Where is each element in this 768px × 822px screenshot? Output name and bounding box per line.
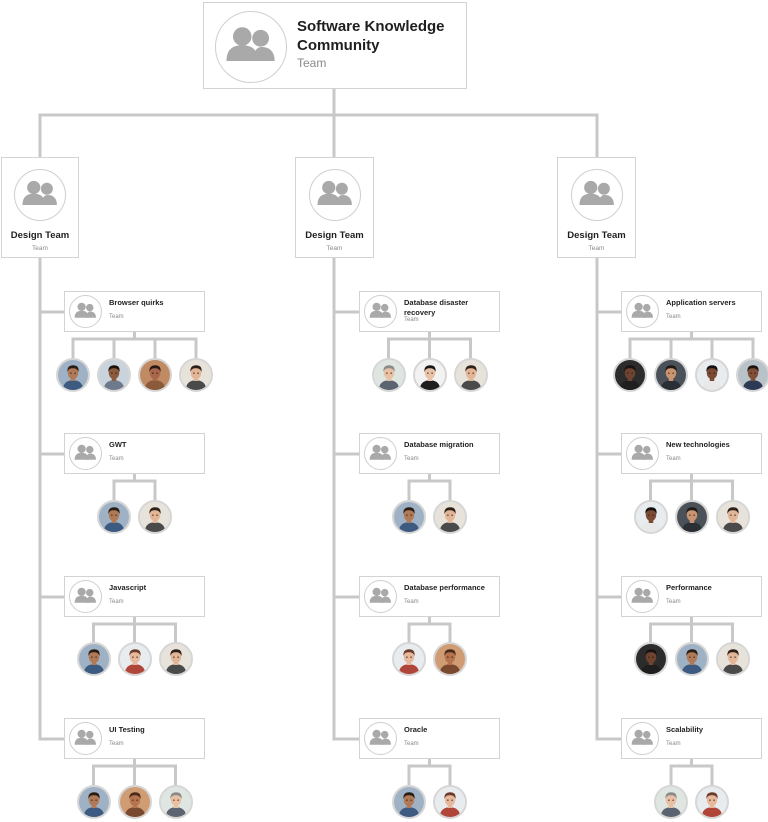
- member-avatar[interactable]: [613, 358, 647, 392]
- subteam-subtitle: Team: [404, 599, 419, 605]
- subteam-title: Performance: [666, 583, 712, 592]
- member-avatar[interactable]: [56, 358, 90, 392]
- member-avatar[interactable]: [76, 785, 111, 819]
- member-avatar[interactable]: [76, 642, 111, 676]
- member-avatar[interactable]: [453, 358, 488, 392]
- member-avatar[interactable]: [392, 785, 426, 819]
- team-icon: [626, 722, 659, 755]
- team-icon: [69, 722, 102, 755]
- team-icon: [364, 295, 397, 328]
- team-icon: [364, 437, 397, 470]
- subteam-subtitle: Team: [666, 599, 681, 605]
- member-avatar[interactable]: [433, 642, 467, 676]
- subteam-subtitle: Team: [109, 741, 124, 747]
- subteam-subtitle: Team: [666, 456, 681, 462]
- member-avatar[interactable]: [392, 500, 426, 534]
- member-avatar[interactable]: [138, 358, 172, 392]
- member-avatar[interactable]: [97, 500, 131, 534]
- team-icon: [308, 169, 361, 221]
- team-icon: [364, 580, 397, 613]
- subteam-title: GWT: [109, 440, 127, 449]
- team-icon: [626, 580, 659, 613]
- column-team-subtitle: Team: [326, 245, 343, 252]
- column-team-subtitle: Team: [588, 245, 605, 252]
- team-icon: [626, 437, 659, 470]
- member-avatar[interactable]: [736, 358, 768, 392]
- team-icon: [14, 169, 66, 221]
- subteam-subtitle: Team: [404, 456, 419, 462]
- team-icon: [570, 169, 623, 221]
- subteam-title: Browser quirks: [109, 298, 164, 307]
- member-avatar[interactable]: [97, 358, 131, 392]
- root-team-card[interactable]: Software Knowledge Community Team: [203, 2, 467, 89]
- member-avatar[interactable]: [654, 785, 688, 819]
- column-team-title: Design Team: [10, 230, 70, 241]
- subteam-subtitle: Team: [109, 599, 124, 605]
- team-icon: [215, 11, 287, 83]
- subteam-title: New technologies: [666, 440, 730, 449]
- root-team-title: Software Knowledge Community: [297, 18, 445, 54]
- member-avatar[interactable]: [674, 500, 709, 534]
- subteam-card[interactable]: GWT Team: [64, 433, 205, 474]
- member-avatar[interactable]: [715, 500, 750, 534]
- member-avatar[interactable]: [412, 358, 447, 392]
- subteam-title: Database migration: [404, 440, 474, 449]
- column-team-title: Design Team: [567, 230, 626, 241]
- member-avatar[interactable]: [715, 642, 750, 676]
- subteam-subtitle: Team: [666, 741, 681, 747]
- member-avatar[interactable]: [158, 642, 193, 676]
- subteam-title: Scalability: [666, 725, 704, 734]
- column-team-title: Design Team: [305, 230, 364, 241]
- member-avatar[interactable]: [433, 785, 467, 819]
- subteam-subtitle: Team: [109, 456, 124, 462]
- subteam-subtitle: Team: [109, 314, 124, 320]
- member-avatar[interactable]: [695, 785, 729, 819]
- member-avatar[interactable]: [117, 785, 152, 819]
- subteam-subtitle: Team: [404, 741, 419, 747]
- subteam-title: Oracle: [404, 725, 428, 734]
- member-avatar[interactable]: [179, 358, 213, 392]
- member-avatar[interactable]: [633, 642, 668, 676]
- subteam-title: UI Testing: [109, 725, 145, 734]
- member-avatar[interactable]: [371, 358, 406, 392]
- member-avatar[interactable]: [633, 500, 668, 534]
- team-icon: [364, 722, 397, 755]
- member-avatar[interactable]: [695, 358, 729, 392]
- subteam-title: Javascript: [109, 583, 147, 592]
- team-icon: [69, 437, 102, 470]
- subteam-title: Database disaster recovery: [404, 298, 469, 317]
- subteam-title: Application servers: [666, 298, 736, 307]
- column-team-subtitle: Team: [32, 245, 48, 252]
- team-icon: [69, 295, 102, 328]
- subteam-subtitle: Team: [666, 314, 681, 320]
- member-avatar[interactable]: [117, 642, 152, 676]
- member-avatar[interactable]: [674, 642, 709, 676]
- root-team-subtitle: Team: [297, 56, 327, 70]
- subteam-title: Database performance: [404, 583, 485, 592]
- member-avatar[interactable]: [654, 358, 688, 392]
- team-icon: [69, 580, 102, 613]
- member-avatar[interactable]: [138, 500, 172, 534]
- member-avatar[interactable]: [392, 642, 426, 676]
- member-avatar[interactable]: [433, 500, 467, 534]
- subteam-subtitle: Team: [404, 317, 419, 323]
- team-icon: [626, 295, 659, 328]
- member-avatar[interactable]: [158, 785, 193, 819]
